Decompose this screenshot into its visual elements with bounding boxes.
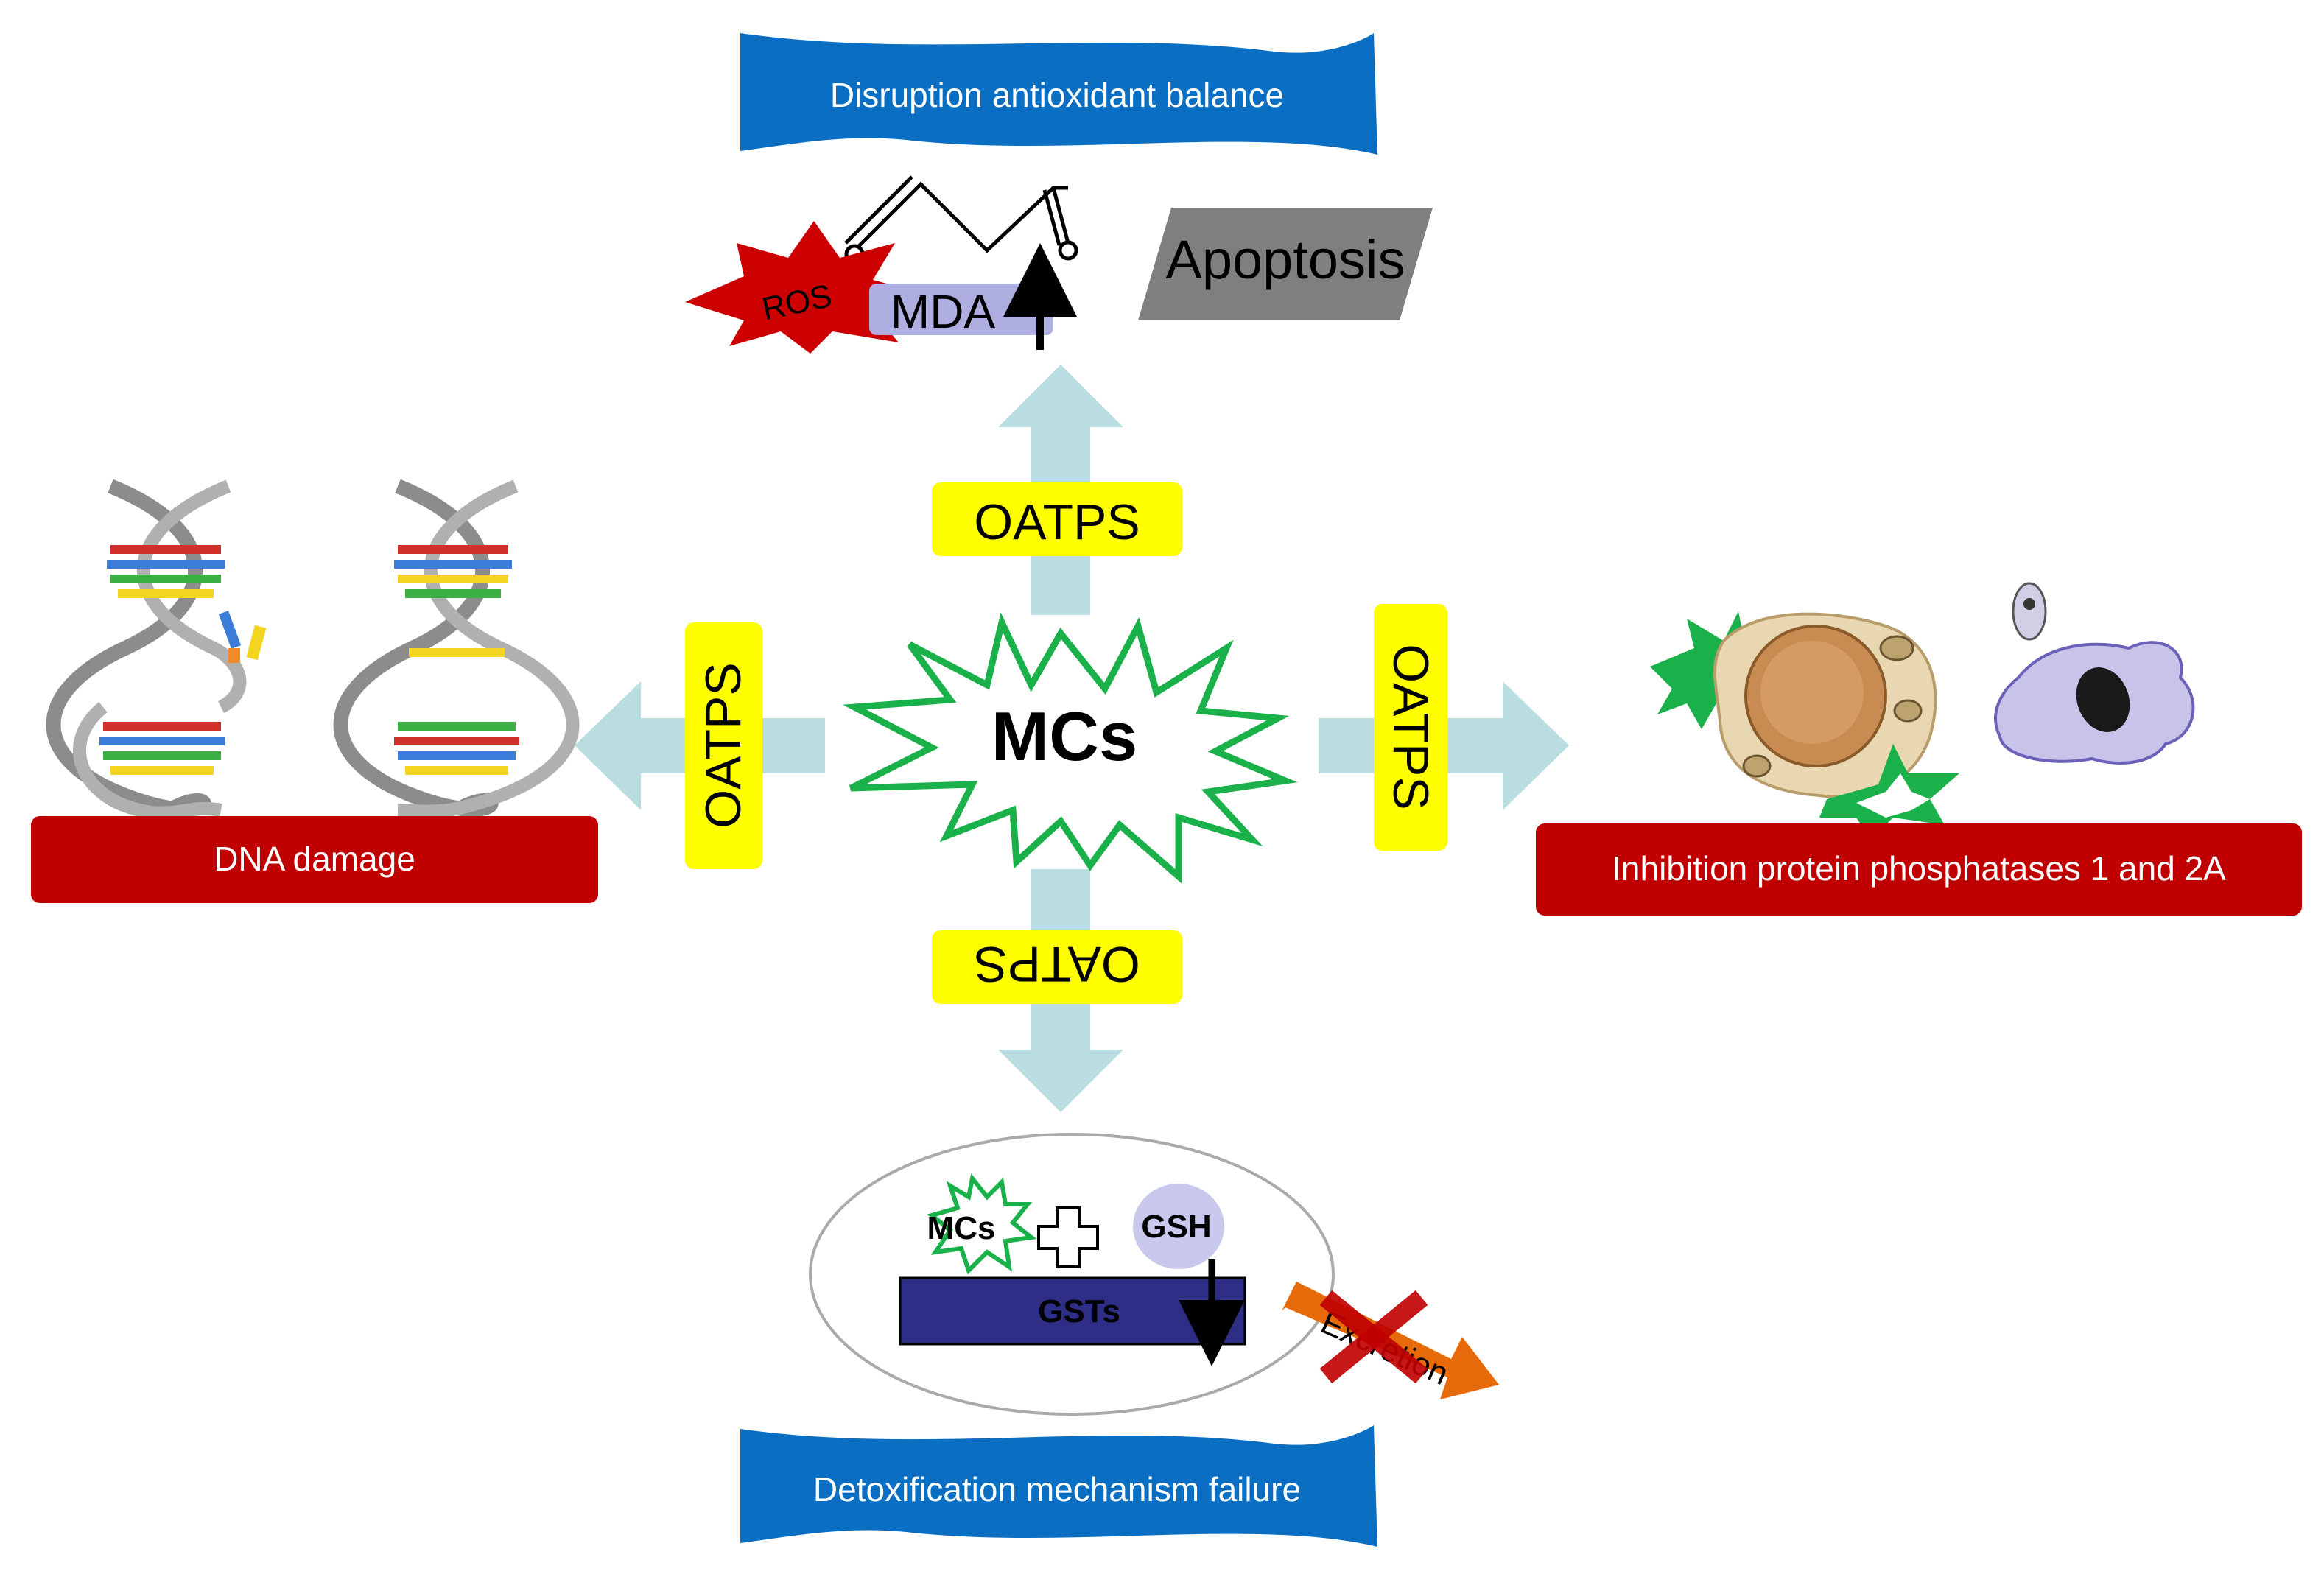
dna-helix-left-icon — [46, 479, 267, 820]
top-banner: Disruption antioxidant balance — [740, 33, 1377, 155]
blocked-x-icon — [1319, 1290, 1428, 1384]
phosphatase-label: Inhibition protein phosphatases 1 and 2A — [1612, 849, 2226, 888]
top-banner-label: Disruption antioxidant balance — [830, 76, 1284, 114]
detox-ellipse — [809, 1133, 1335, 1416]
mda-label: MDA — [891, 285, 996, 338]
plus-icon — [1037, 1206, 1099, 1268]
mcs-central-star: MCs — [843, 612, 1298, 884]
apoptosis-label: Apoptosis — [1166, 229, 1405, 290]
phosphatase-banner: Inhibition protein phosphatases 1 and 2A — [1536, 823, 2302, 916]
ros-burst-icon: ROS — [685, 221, 928, 354]
liver-cell-icon — [1713, 612, 1937, 798]
oatps-right-label-box: OATPS — [1374, 604, 1447, 851]
dna-helix-right-icon — [333, 479, 580, 818]
oatps-left-label: OATPS — [695, 662, 751, 828]
oatps-left-label-box: OATPS — [685, 622, 762, 869]
oatps-bottom-label: OATPS — [974, 936, 1140, 992]
apoptosis-box: Apoptosis — [1138, 208, 1433, 320]
gsh-label: GSH — [1141, 1209, 1211, 1245]
mcs-small-label: MCs — [927, 1210, 996, 1246]
mcs-central-label: MCs — [991, 698, 1137, 775]
gsts-label: GSTs — [1038, 1293, 1120, 1329]
oatps-bottom-label-box: OATPS — [932, 930, 1182, 1004]
mda-box: MDA — [869, 243, 1077, 350]
green-burst-lower-icon — [1819, 744, 1959, 840]
bottom-banner-label: Detoxification mechanism failure — [813, 1470, 1301, 1508]
bottom-banner: Detoxification mechanism failure — [740, 1425, 1377, 1547]
mcs-small-star: MCs — [927, 1173, 1037, 1275]
apoptotic-cell-icon — [1994, 582, 2195, 765]
oatps-top-label: OATPS — [974, 494, 1140, 550]
dna-damage-label: DNA damage — [214, 840, 415, 878]
oatps-top-label-box: OATPS — [932, 482, 1182, 556]
dna-damage-banner: DNA damage — [31, 816, 598, 903]
gsh-circle: GSH — [1133, 1184, 1224, 1269]
excretion-arrow: Excretion — [1282, 1282, 1499, 1399]
gsts-box: GSTs — [899, 1259, 1246, 1366]
oatps-right-label: OATPS — [1383, 644, 1439, 809]
